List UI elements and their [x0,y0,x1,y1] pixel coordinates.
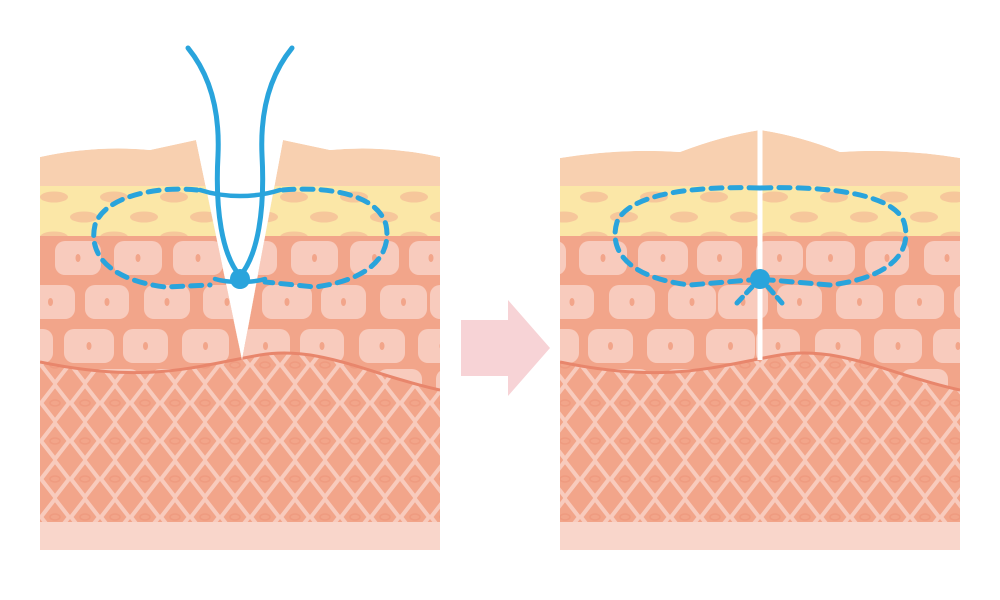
cell-nucleus [777,254,782,262]
subcutis-layer [560,520,960,550]
loose-suture [91,45,390,290]
cell-nucleus [569,298,575,306]
dermis-boundary-line [40,351,440,392]
subcutis-layer [40,520,440,550]
cell-nucleus [668,342,673,350]
cell-nucleus [439,342,440,350]
cell-nucleus [16,254,21,262]
cell-nucleus [341,298,346,306]
cell-nucleus [689,298,695,306]
skin-cell [430,285,440,319]
skin-cell [960,369,1000,403]
skin-cell [560,241,566,275]
skin-cell [418,329,440,363]
cell-nucleus [828,254,833,262]
cell-nucleus [775,342,781,350]
cell-nucleus [884,254,890,262]
right-arrow-icon [461,300,550,396]
cell-nucleus [203,342,208,350]
skin-cell [983,241,1000,275]
dermis-boundary-line [560,351,960,392]
buried-knot-icon [750,269,770,289]
cell-nucleus [608,342,613,350]
cell-nucleus [143,342,148,350]
cell-nucleus [955,342,960,350]
cell-nucleus [263,342,268,350]
cell-nucleus [552,342,557,350]
cell-nucleus [164,298,170,306]
cell-nucleus [629,298,635,306]
cell-group [541,241,1000,403]
cell-nucleus [195,254,201,262]
cell-nucleus [312,254,317,262]
cell-nucleus [982,382,987,390]
skin-cell [0,241,40,275]
cell-nucleus [319,342,325,350]
cell-nucleus [600,254,606,262]
skin-cell [560,329,579,363]
cell-nucleus [541,254,546,262]
cell-nucleus [797,298,802,306]
cell-nucleus [379,342,385,350]
cell-nucleus [944,254,950,262]
cell-nucleus [428,254,434,262]
skin-cell [954,285,960,319]
cell-nucleus [401,298,406,306]
suture-knot-icon [230,269,250,289]
dermis-fill [40,353,440,522]
cell-nucleus [717,254,722,262]
cell-nucleus [895,342,901,350]
cell-nucleus [835,342,841,350]
cell-nucleus [489,254,494,262]
cell-nucleus [27,342,32,350]
skin-cell [40,329,53,363]
dermis-fill [560,353,960,522]
cell-nucleus [917,298,922,306]
panel-before-suture [0,140,514,550]
cell-nucleus [974,298,979,306]
cell-nucleus [135,254,141,262]
cell-nucleus [857,298,862,306]
cell-nucleus [75,254,81,262]
cell-nucleus [457,382,462,390]
cell-nucleus [224,298,230,306]
cell-nucleus [48,298,53,306]
cell-nucleus [104,298,110,306]
skin-cell [468,241,514,275]
skin-cell [992,329,1000,363]
cell-nucleus [728,342,733,350]
cell-nucleus [284,298,290,306]
cell-nucleus [86,342,92,350]
cell-nucleus [660,254,666,262]
cell-nucleus [452,298,457,306]
tied-suture [612,185,909,306]
